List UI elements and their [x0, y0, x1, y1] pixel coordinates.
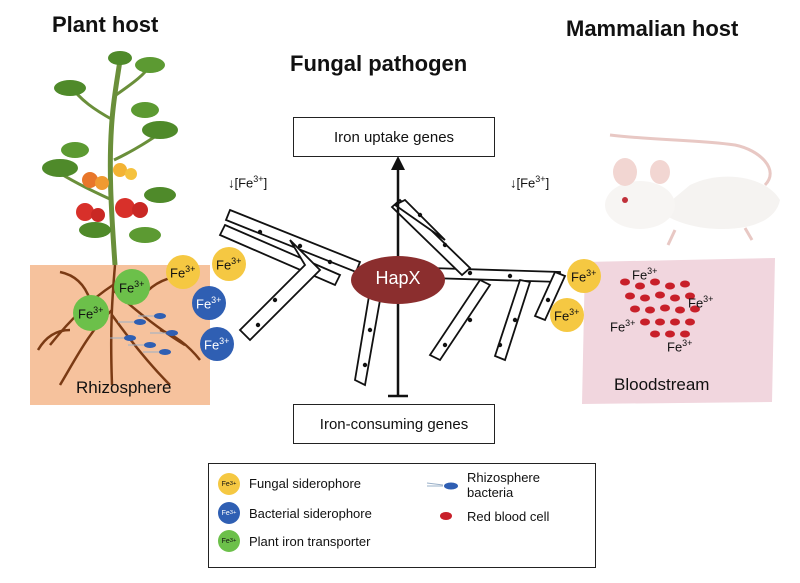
fe-label-fungal-4: Fe3+: [554, 307, 580, 324]
fe-label-blood-1: Fe3+: [632, 266, 658, 283]
red-blood-cell-swatch: [440, 512, 452, 520]
fe-label-plant-2: Fe3+: [78, 305, 104, 322]
uptake-arrowhead: [391, 156, 405, 170]
fe-label-bacterial-1: Fe3+: [196, 295, 222, 312]
hyphae-nuclei: [255, 212, 551, 368]
mouse-illustration: [605, 133, 780, 246]
legend-red-blood-cell: Red blood cell: [467, 509, 550, 524]
fe-label-fungal-3: Fe3+: [571, 268, 597, 285]
rhizosphere-bacteria-swatch: [426, 482, 458, 490]
fe-label-bacterial-2: Fe3+: [204, 336, 230, 353]
rhizosphere-bacteria-cluster: [110, 313, 178, 355]
hapx-label: HapX: [375, 268, 421, 288]
fe-label-blood-2: Fe3+: [688, 294, 714, 311]
legend-bacterial-siderophore: Bacterial siderophore: [249, 506, 372, 521]
mammalian-host-heading: Mammalian host: [566, 16, 739, 41]
fe-label-blood-4: Fe3+: [667, 338, 693, 355]
low-iron-label-right: ↓[Fe3+]: [510, 174, 550, 191]
iron-uptake-genes-box: Iron uptake genes: [293, 117, 495, 157]
low-iron-label-left: ↓[Fe3+]: [228, 174, 268, 191]
legend-rhizosphere-bacteria: Rhizosphere bacteria: [467, 470, 540, 500]
fe-circles: [73, 247, 601, 361]
fe-label-fungal-1: Fe3+: [170, 264, 196, 281]
rhizosphere-label: Rhizosphere: [76, 378, 172, 397]
hapx-node: [351, 256, 445, 304]
plant-host-heading: Plant host: [52, 12, 159, 37]
tomato-plant-illustration: [42, 51, 178, 266]
legend-plant-iron-transporter: Plant iron transporter: [249, 534, 371, 549]
legend-fungal-siderophore: Fungal siderophore: [249, 476, 362, 491]
fe-label-blood-3: Fe3+: [610, 318, 636, 335]
fe-label-plant-1: Fe3+: [119, 279, 145, 296]
red-blood-cells: [620, 278, 700, 338]
iron-consuming-genes-box: Iron-consuming genes: [293, 404, 495, 444]
fe-label-fungal-2: Fe3+: [216, 256, 242, 273]
bloodstream-label: Bloodstream: [614, 375, 710, 394]
fungal-pathogen-heading: Fungal pathogen: [290, 51, 468, 76]
